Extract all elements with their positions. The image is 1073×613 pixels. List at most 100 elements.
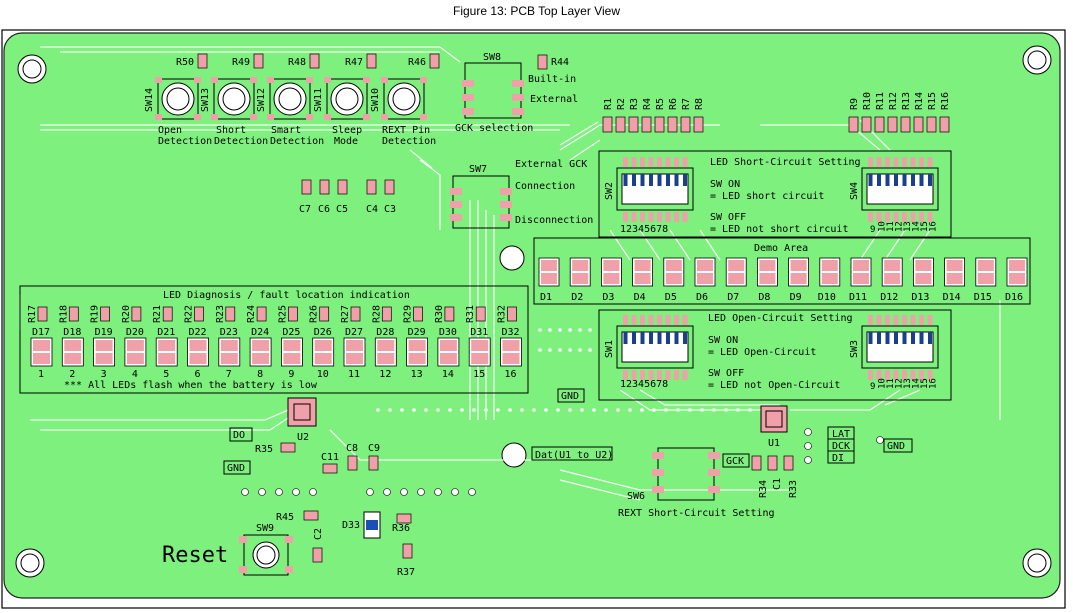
capacitors-c8-c9-c11: [322, 455, 379, 474]
label-reset: Reset: [162, 543, 228, 568]
label-r35: R35: [255, 444, 273, 455]
label-diag-number: 3: [101, 369, 107, 380]
label-d10: D10: [818, 292, 836, 303]
dip-pad: [902, 315, 907, 325]
dip-pad: [919, 157, 924, 167]
dip-lever: [877, 174, 881, 186]
dip-pad: [902, 370, 907, 380]
capacitors-c3-c7: [301, 179, 395, 195]
dip-pad: [631, 370, 637, 380]
label-r24: R24: [246, 305, 257, 323]
dip-pad: [640, 157, 645, 167]
label-sleep-1: Sleep: [332, 125, 362, 136]
label-gnd-right: GND: [887, 441, 905, 452]
label-d30: D30: [439, 327, 457, 338]
label-u2: U2: [297, 432, 309, 443]
label-short-2: Detection: [214, 136, 268, 147]
label-diag-number: 11: [348, 369, 360, 380]
dip-lever: [885, 174, 890, 186]
dip-number: 15: [920, 221, 930, 232]
label-d29: D29: [408, 327, 426, 338]
resistor-r15: [926, 116, 937, 133]
label-diag-number: 15: [473, 369, 485, 380]
dip-number: 16: [929, 221, 939, 232]
dip-lever: [666, 332, 670, 344]
dip-lever: [683, 332, 687, 344]
label-diagnosis-title: LED Diagnosis / fault location indicatio…: [163, 290, 410, 301]
label-sw6: SW6: [627, 491, 645, 502]
led-d31: [468, 337, 491, 367]
label-smart-2: Detection: [270, 136, 324, 147]
label-d11: D11: [849, 292, 867, 303]
label-sw-on-bot: SW ON: [708, 335, 738, 346]
dip-pad: [674, 157, 679, 167]
dip-switch-sw1: [616, 325, 694, 369]
dip-pad: [868, 157, 873, 167]
ic-u1: [760, 405, 788, 433]
label-r21: R21: [152, 305, 163, 323]
dip-lever: [868, 332, 873, 344]
dip-lever: [911, 332, 915, 344]
dip-pad: [648, 315, 654, 325]
resistor-r29: [413, 306, 423, 322]
dip-pad: [657, 315, 662, 325]
label-demo-area: Demo Area: [754, 243, 808, 254]
diagnosis-leds: R17D171R18D182R19D193R20D204R21D215R22D2…: [27, 305, 522, 380]
resistor-r10: [861, 116, 872, 133]
label-diag-number: 10: [317, 369, 329, 380]
dip-number: 13: [903, 221, 913, 232]
label-open-2: Detection: [158, 136, 212, 147]
label-diag-number: 7: [226, 369, 232, 380]
dip-lever: [666, 174, 670, 186]
dip-number: 9: [870, 225, 875, 235]
tact-switch-sw11: [324, 77, 370, 120]
dip-pad: [885, 212, 890, 222]
tact-switch-sw10: [381, 77, 427, 120]
dip-number: 14: [912, 221, 922, 232]
led-d2: [569, 257, 591, 287]
dip-pad: [665, 315, 671, 325]
label-eq-open: = LED Open-Circuit: [708, 347, 816, 358]
label-r45: R45: [276, 512, 294, 523]
dip-pad: [927, 370, 933, 380]
via-rows: [376, 328, 752, 412]
resistor-r4: [641, 116, 652, 133]
label-r25: R25: [277, 305, 288, 323]
label-r22: R22: [184, 305, 195, 323]
label-c11: C11: [321, 452, 339, 463]
dip-lever: [649, 332, 653, 344]
dip-pad: [885, 315, 890, 325]
dip-number: 10: [878, 221, 888, 232]
label-diag-number: 6: [195, 369, 201, 380]
led-d6: [694, 257, 716, 287]
dip-number: 10: [878, 378, 888, 389]
label-rext-short: REXT Short-Circuit Setting: [618, 508, 775, 519]
label-r26: R26: [309, 305, 320, 323]
dip-lever: [657, 174, 662, 186]
label-c6: C6: [318, 204, 330, 215]
led-d13: [913, 257, 934, 287]
dip-pad: [910, 370, 916, 380]
tact-switch-sw13: [211, 77, 257, 120]
label-sw11: SW11: [313, 88, 324, 112]
resistors-r46-r50: [197, 53, 440, 69]
label-d2: D2: [571, 292, 583, 303]
dip-number: 11: [886, 378, 896, 389]
dip-pad: [876, 370, 882, 380]
label-lat: LAT: [832, 429, 850, 440]
dip-pad: [640, 370, 645, 380]
led-d23: [218, 337, 241, 367]
tact-switch-sw14: [155, 77, 201, 120]
label-d31: D31: [470, 327, 488, 338]
label-d12: D12: [880, 292, 898, 303]
label-d15: D15: [974, 292, 992, 303]
led-d32: [500, 337, 522, 367]
label-diag-number: 9: [288, 369, 294, 380]
label-r18: R18: [58, 305, 69, 323]
dip-number: 12: [895, 221, 905, 232]
led-d14: [944, 257, 965, 287]
label-d22: D22: [189, 327, 207, 338]
label-r33: R33: [788, 480, 799, 498]
switch-sw7: [450, 175, 512, 229]
